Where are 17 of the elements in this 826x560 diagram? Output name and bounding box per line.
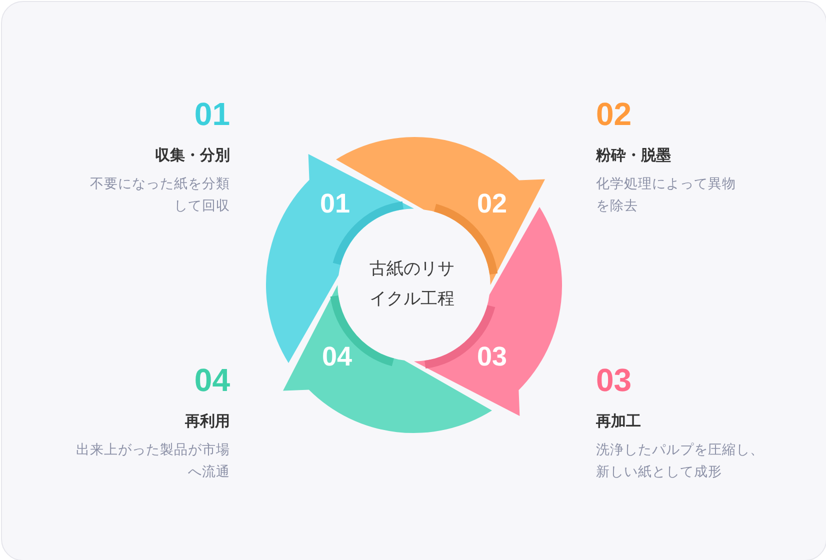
step-description: 出来上がった製品が市場へ流通 — [75, 441, 230, 482]
step-number: 02 — [596, 98, 632, 130]
step-title: 再利用 — [185, 412, 230, 430]
segment-number: 02 — [476, 190, 507, 218]
segment-number: 04 — [322, 344, 352, 370]
step-title: 収集・分別 — [155, 146, 230, 164]
step-number: 04 — [194, 364, 230, 396]
segment-number: 01 — [320, 190, 350, 218]
step-title: 再加工 — [596, 412, 641, 430]
step-number: 01 — [194, 98, 230, 130]
step-title: 粉砕・脱墨 — [596, 146, 671, 164]
step-description: 化学処理によって異物を除去 — [596, 175, 737, 216]
segment-number: 03 — [476, 343, 508, 370]
step-description: 洗浄したパルプを圧縮し、新しい紙として成形 — [596, 441, 765, 482]
step-number: 03 — [596, 364, 632, 396]
step-description: 不要になった紙を分類して回収 — [89, 175, 230, 216]
center-title: 古紙のリサイクル工程 — [364, 254, 460, 314]
